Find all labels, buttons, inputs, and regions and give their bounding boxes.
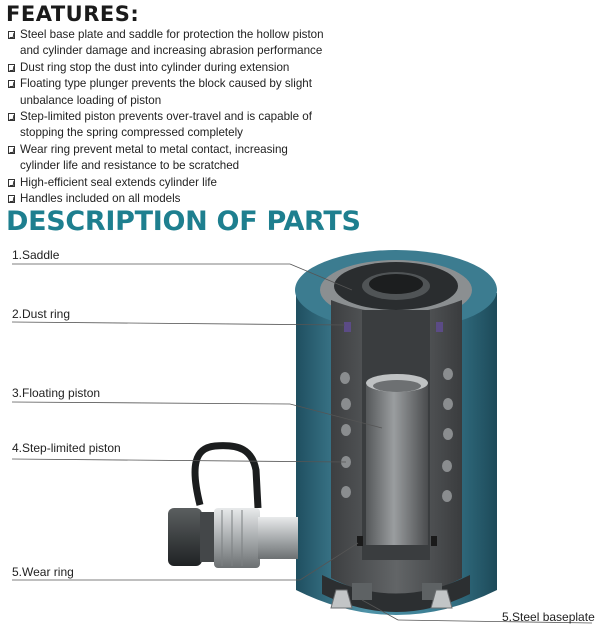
part-label-wear-ring: 5.Wear ring: [12, 565, 74, 579]
base-screws: [330, 589, 453, 609]
checkbox-bullet-icon: [8, 113, 15, 122]
feature-text: High-efficient seal extends cylinder lif…: [20, 175, 217, 189]
feature-item: Step-limited piston prevents over-travel…: [8, 109, 338, 142]
feature-item: Dust ring stop the dust into cylinder du…: [8, 60, 338, 76]
checkbox-bullet-icon: [8, 195, 15, 204]
leader-lines: [11, 263, 593, 624]
part-label-saddle: 1.Saddle: [12, 248, 60, 262]
checkbox-bullet-icon: [8, 31, 15, 39]
checkbox-bullet-icon: [8, 63, 15, 72]
feature-item: Wear ring prevent metal to metal contact…: [8, 142, 315, 175]
feature-item: Handles included on all models: [8, 191, 338, 207]
feature-text: Handles included on all models: [20, 192, 181, 206]
checkbox-bullet-icon: [8, 178, 15, 187]
part-label-steel-baseplate: 5.Steel baseplate: [502, 610, 595, 624]
coupler-dust-cap: [168, 442, 298, 568]
part-label-step-limited-piston: 4.Step-limited piston: [12, 441, 121, 455]
feature-text: Steel base plate and saddle for protecti…: [20, 28, 324, 58]
checkbox-bullet-icon: [8, 145, 15, 154]
checkbox-bullet-icon: [8, 80, 15, 89]
feature-text: Floating type plunger prevents the block…: [20, 77, 312, 107]
description-title: DESCRIPTION OF PARTS: [6, 206, 361, 237]
feature-item: Steel base plate and saddle for protecti…: [8, 27, 345, 60]
feature-item: Floating type plunger prevents the block…: [8, 76, 330, 109]
feature-item: High-efficient seal extends cylinder lif…: [8, 175, 338, 191]
cylinder-cutaway: [322, 300, 470, 612]
part-label-floating-piston: 3.Floating piston: [12, 386, 101, 400]
part-label-dust-ring: 2.Dust ring: [12, 307, 71, 321]
feature-text: Dust ring stop the dust into cylinder du…: [20, 60, 290, 74]
features-list: Steel base plate and saddle for protecti…: [8, 27, 338, 207]
features-title: FEATURES:: [6, 2, 140, 26]
feature-text: Step-limited piston prevents over-travel…: [20, 110, 312, 140]
feature-text: Wear ring prevent metal to metal contact…: [20, 142, 288, 173]
